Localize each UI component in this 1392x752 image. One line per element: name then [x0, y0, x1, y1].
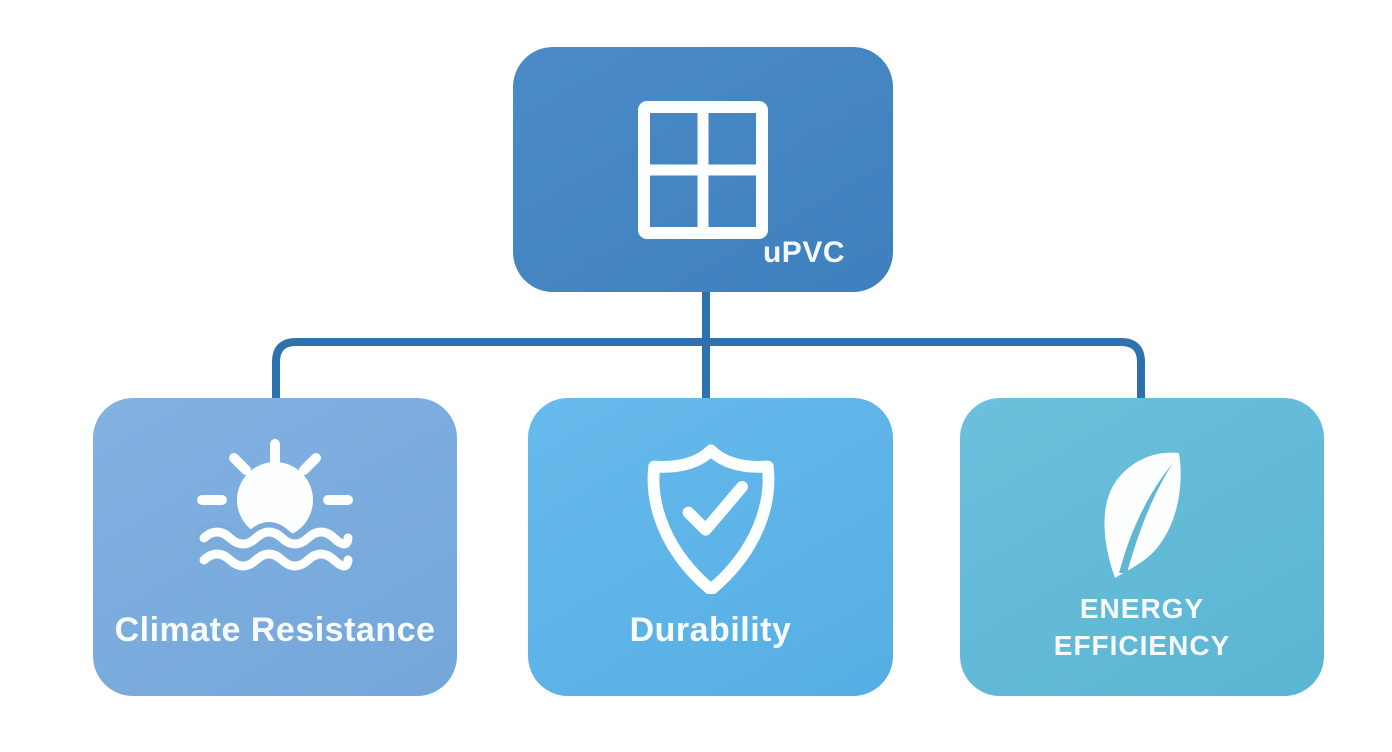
node-energy-efficiency: Energy Efficiency — [960, 398, 1324, 696]
connector-branch — [272, 338, 1145, 400]
energy-efficiency-line-1: Energy — [1079, 593, 1205, 624]
energy-efficiency-label: Energy Efficiency — [960, 590, 1324, 664]
sun-over-waves-icon — [194, 439, 358, 571]
climate-resistance-label: Climate Resistance — [114, 611, 436, 649]
window-icon — [638, 101, 768, 239]
energy-efficiency-line-2: Efficiency — [1053, 630, 1231, 661]
leaf-icon — [1104, 452, 1181, 578]
durability-label: Durability — [629, 611, 792, 649]
node-durability: Durability — [528, 398, 893, 696]
node-upvc: uPVC — [513, 47, 893, 292]
shield-check-icon — [647, 444, 774, 594]
upvc-label: uPVC — [762, 236, 845, 269]
node-climate-resistance: Climate Resistance — [93, 398, 457, 696]
